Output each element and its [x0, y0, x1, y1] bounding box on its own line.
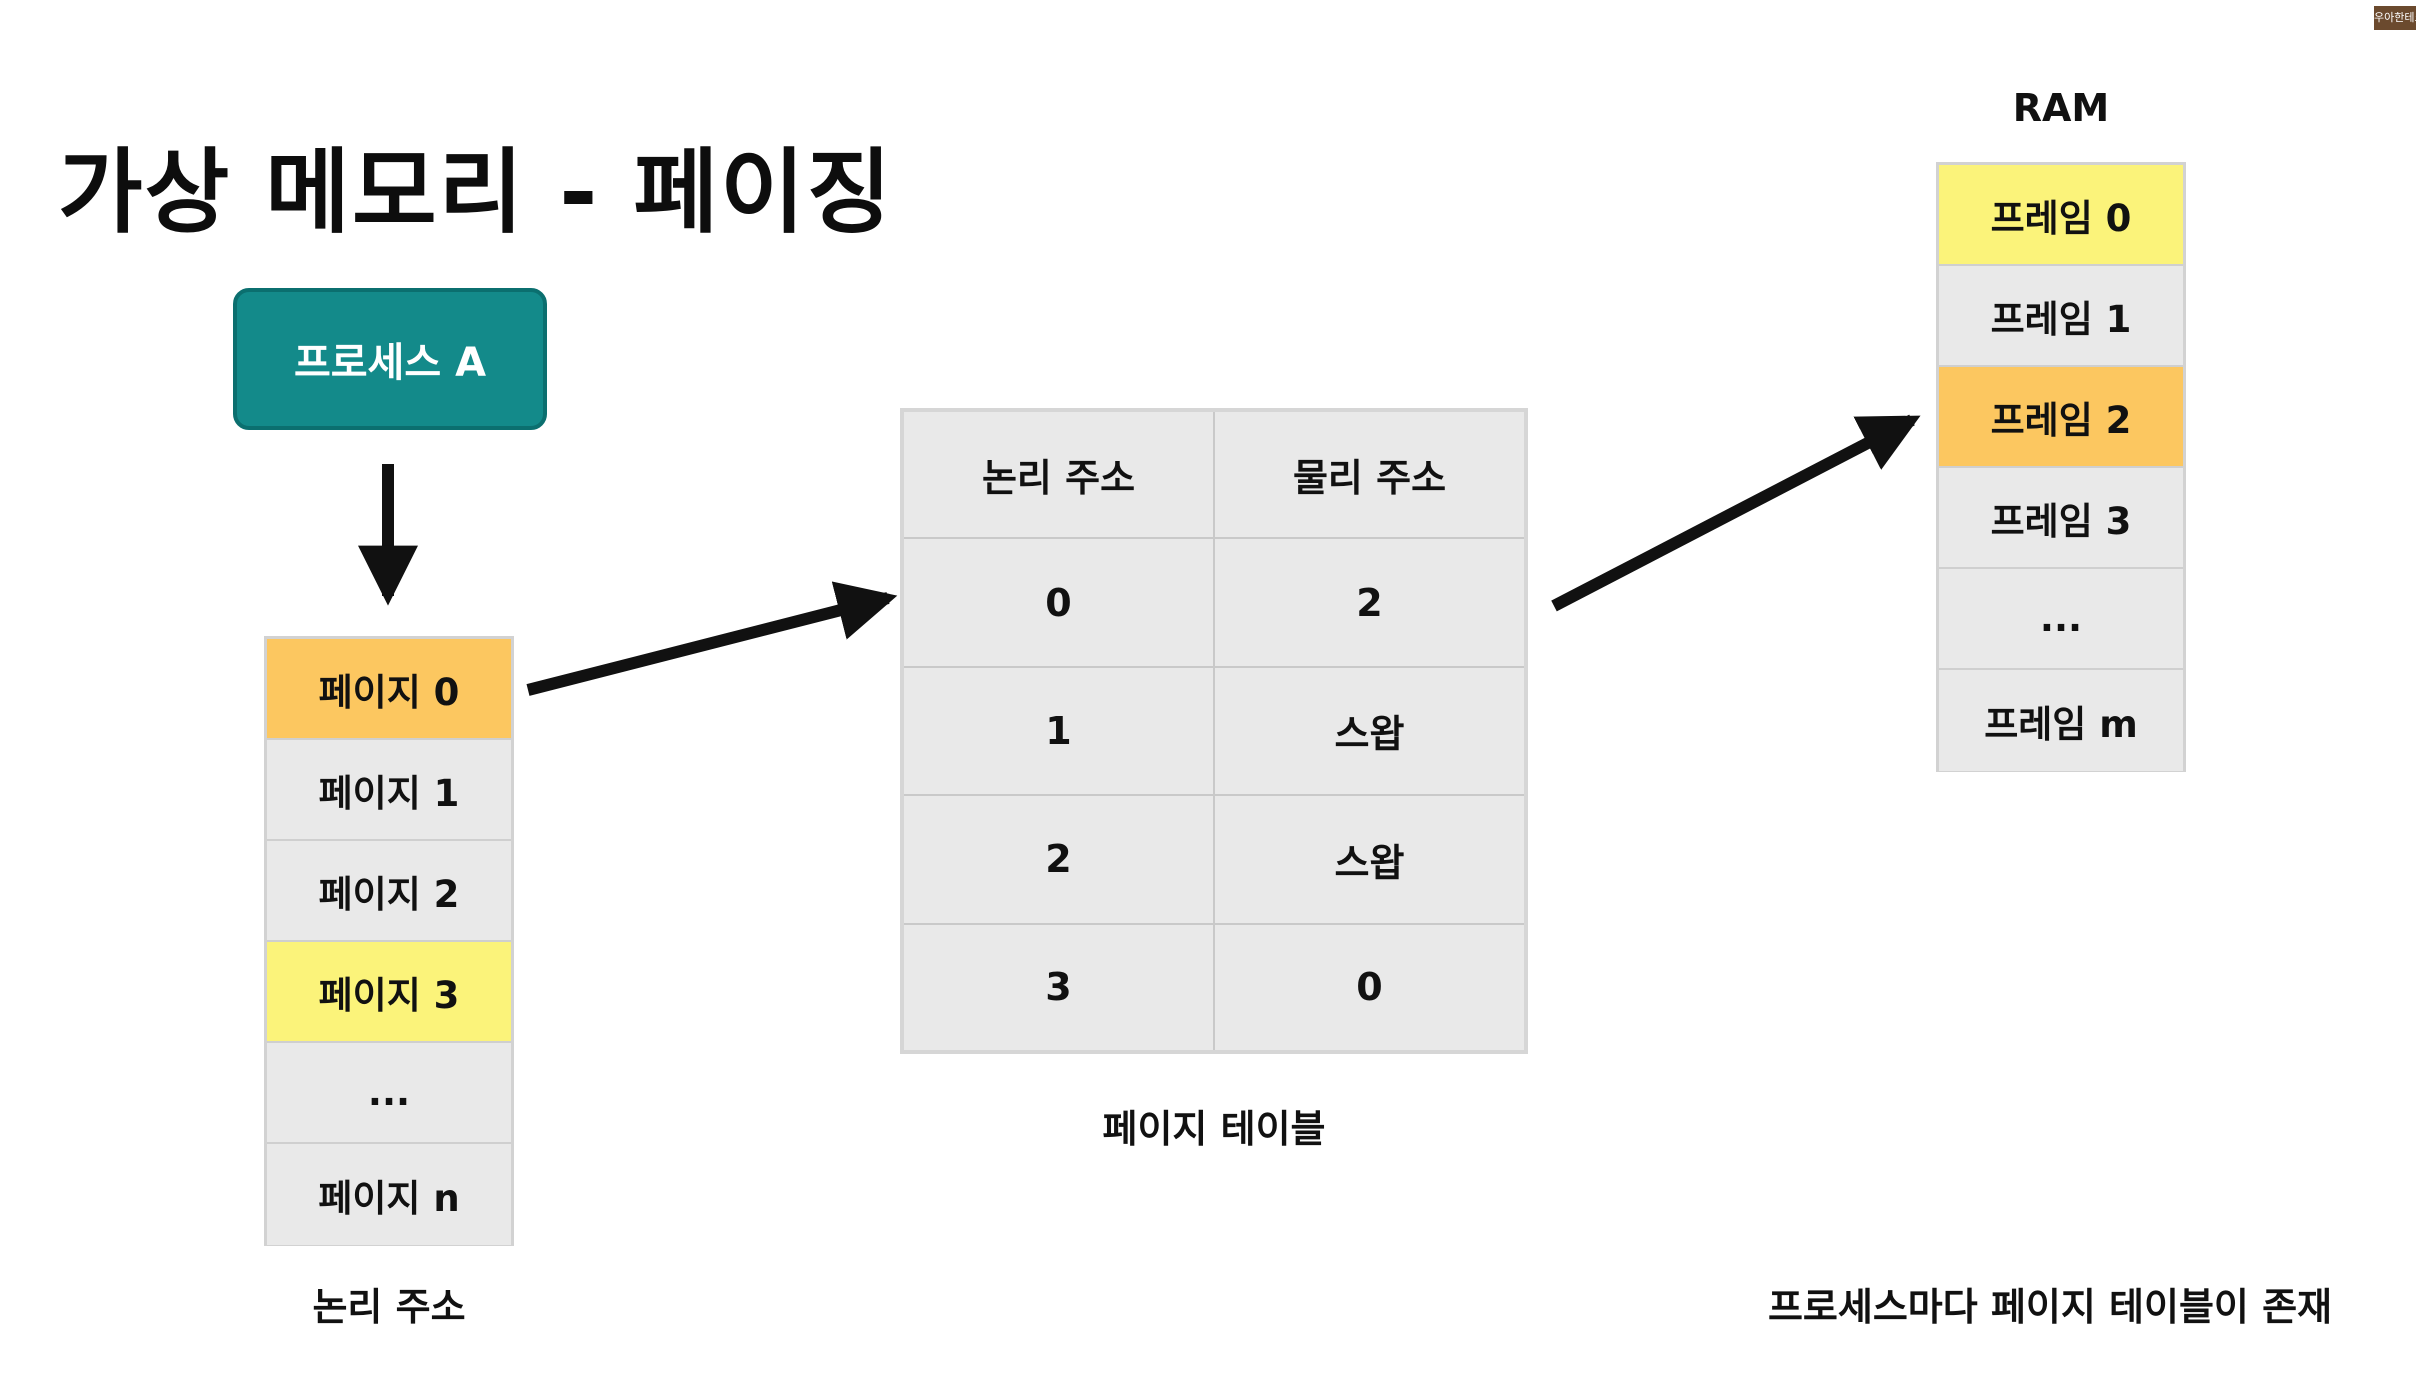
logical-address-caption: 논리 주소 [312, 1285, 466, 1329]
page-table-cell: 1 [901, 665, 1215, 797]
page-table-header: 논리 주소 [901, 408, 1215, 540]
page-cell: 페이지 2 [267, 841, 511, 942]
page-table-row: 3 0 [901, 922, 1527, 1054]
page-table-cell: 2 [901, 794, 1215, 925]
frame-cell: 프레임 0 [1939, 165, 2183, 266]
page-table-cell: 2 [1213, 537, 1527, 668]
page-cell: 페이지 n [267, 1144, 511, 1245]
process-label: 프로세스 A [293, 340, 487, 386]
frame-cell: 프레임 1 [1939, 266, 2183, 367]
frame-cell: ... [1939, 569, 2183, 670]
per-process-note: 프로세스마다 페이지 테이블이 존재 [1767, 1285, 2333, 1329]
page-cell: ... [267, 1043, 511, 1144]
process-box: 프로세스 A [233, 288, 547, 430]
page-table-cell: 0 [901, 537, 1215, 668]
page-stack: 페이지 0 페이지 1 페이지 2 페이지 3 ... 페이지 n [264, 636, 514, 1246]
page-cell: 페이지 1 [267, 740, 511, 841]
page-to-table-arrow [526, 581, 898, 696]
page-cell: 페이지 3 [267, 942, 511, 1043]
ram-stack: 프레임 0 프레임 1 프레임 2 프레임 3 ... 프레임 m [1936, 162, 2186, 772]
page-table-row: 1 스왑 [901, 665, 1527, 797]
page-title: 가상 메모리 - 페이징 [58, 139, 894, 246]
page-table-cell: 3 [901, 922, 1215, 1054]
page-table-cell: 스왑 [1213, 665, 1527, 797]
page-table-caption: 페이지 테이블 [1102, 1107, 1326, 1151]
page-table-row: 2 스왑 [901, 794, 1527, 925]
page-cell: 페이지 0 [267, 639, 511, 740]
ram-title: RAM [2012, 86, 2110, 130]
page-table-cell: 스왑 [1213, 794, 1527, 925]
page-table-row: 0 2 [901, 537, 1527, 668]
frame-cell: 프레임 2 [1939, 367, 2183, 468]
corner-badge: 우아한테크 [2374, 6, 2416, 30]
page-table-header: 물리 주소 [1213, 408, 1527, 540]
frame-cell: 프레임 m [1939, 670, 2183, 771]
page-table-header-row: 논리 주소 물리 주소 [901, 408, 1527, 540]
page-table-cell: 0 [1213, 922, 1527, 1054]
table-to-frame-arrow [1551, 414, 1921, 612]
frame-cell: 프레임 3 [1939, 468, 2183, 569]
page-table: 논리 주소 물리 주소 0 2 1 스왑 2 스왑 3 0 [900, 408, 1528, 1054]
